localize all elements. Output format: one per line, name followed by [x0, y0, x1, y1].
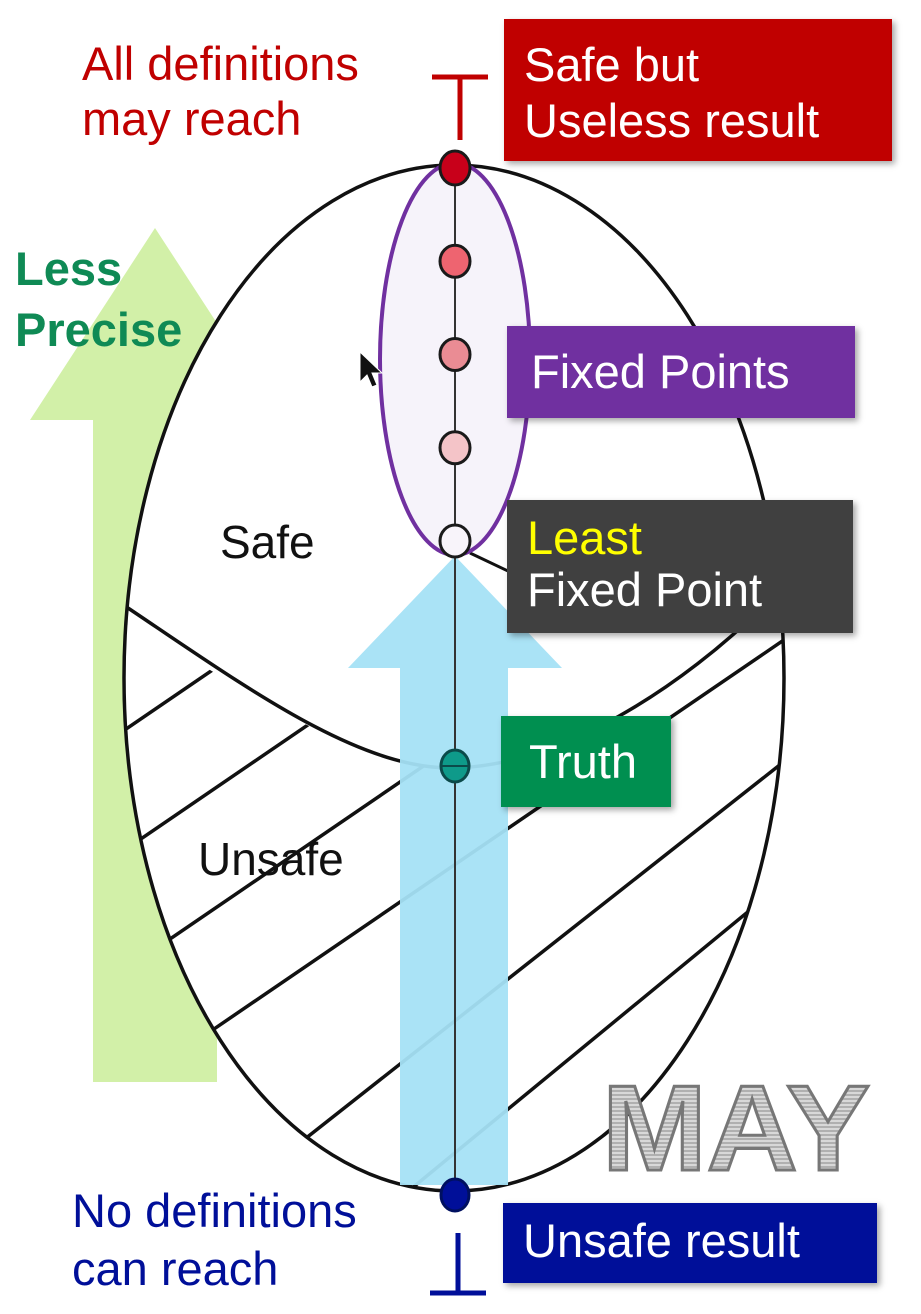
safe-but-useless-line-2: Useless result	[524, 94, 820, 147]
less-precise-line-2: Precise	[15, 303, 183, 356]
unsafe-result-text: Unsafe result	[523, 1214, 800, 1267]
fixed-point-dots	[438, 149, 472, 559]
top-symbol-icon	[432, 74, 488, 140]
bottom-symbol-icon	[430, 1233, 486, 1296]
fixed-points-label: Fixed Points	[507, 326, 855, 418]
bottom-dot	[439, 1177, 471, 1213]
less-precise-line-1: Less	[15, 242, 123, 295]
fixed-point-dot	[438, 430, 472, 466]
top-caption: All definitions may reach	[82, 36, 359, 147]
safe-but-useless-label: Safe but Useless result	[504, 19, 892, 161]
least-fixed-point-label: Least Fixed Point	[507, 500, 853, 633]
fixed-point-dot	[438, 243, 472, 279]
safe-but-useless-line-1: Safe but	[524, 38, 700, 91]
hatch-line	[228, 747, 784, 1191]
lfp-connector-line	[469, 551, 511, 574]
least-fixed-point-dot	[438, 523, 472, 559]
truth-label: Truth	[501, 716, 671, 807]
fixed-points-text: Fixed Points	[531, 345, 790, 398]
mouse-cursor-icon	[359, 350, 384, 388]
bottom-caption: No definitions can reach	[72, 1182, 357, 1298]
top-caption-line-2: may reach	[82, 92, 302, 146]
fixed-point-dot	[438, 337, 472, 372]
top-caption-line-1: All definitions	[82, 37, 359, 90]
truth-text: Truth	[529, 735, 637, 788]
safe-region-label: Safe	[220, 516, 315, 568]
bottom-caption-line-2: can reach	[72, 1242, 279, 1295]
less-precise-label: Less Precise	[15, 238, 182, 360]
fixed-point-text: Fixed Point	[527, 563, 763, 616]
least-text: Least	[527, 511, 642, 564]
bottom-caption-line-1: No definitions	[72, 1184, 357, 1237]
top-dot	[438, 149, 472, 187]
may-watermark: MAY	[602, 1060, 870, 1196]
unsafe-result-label: Unsafe result	[503, 1203, 877, 1283]
unsafe-region-label: Unsafe	[198, 833, 344, 885]
